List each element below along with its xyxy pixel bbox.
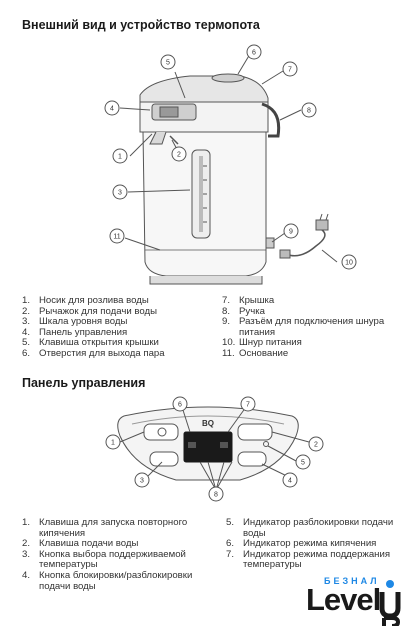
list-item: 6.Индикатор режима кипячения bbox=[226, 538, 377, 550]
list-item: 5.Индикатор разблокировки подачи воды bbox=[226, 517, 394, 539]
callout-4: 4 bbox=[282, 472, 298, 488]
callout-11: 11 bbox=[109, 228, 125, 244]
callout-6: 6 bbox=[246, 44, 262, 60]
callout-2: 2 bbox=[171, 146, 187, 162]
list-item: 8.Ручка bbox=[222, 305, 265, 317]
svg-text:9: 9 bbox=[289, 229, 293, 236]
list-item: 4.Кнопка блокировки/разблокировки подачи… bbox=[22, 569, 193, 592]
list-item: 2.Рычажок для подачи воды bbox=[22, 305, 157, 317]
callout-5: 5 bbox=[160, 54, 176, 70]
list-item: 7.Индикатор режима поддержания температу… bbox=[226, 548, 391, 571]
callout-2: 2 bbox=[308, 436, 324, 452]
svg-text:7: 7 bbox=[288, 67, 292, 74]
svg-text:2: 2 bbox=[314, 442, 318, 449]
callout-7: 7 bbox=[240, 396, 256, 412]
panel-brand: BQ bbox=[202, 419, 214, 428]
callout-6: 6 bbox=[172, 396, 188, 412]
svg-text:8: 8 bbox=[307, 108, 311, 115]
list-item: 2.Клавиша подачи воды bbox=[22, 538, 139, 550]
list-item: 3.Шкала уровня воды bbox=[22, 316, 128, 328]
svg-text:8: 8 bbox=[214, 492, 218, 499]
list-item: 11.Основание bbox=[222, 347, 289, 359]
list-item: 1.Клавиша для запуска повторного кипячен… bbox=[22, 517, 188, 539]
parts-list-right: 7.Крышка 8.Ручка 9.Разъём для подключени… bbox=[222, 295, 392, 360]
callout-3: 3 bbox=[112, 184, 128, 200]
logo-tagline: БЕЗНАЛ bbox=[324, 576, 380, 586]
section-title-control-panel: Панель управления bbox=[22, 376, 146, 390]
thermopot-diagram: 1 2 3 4 5 6 7 8 9 10 11 bbox=[104, 44, 357, 285]
logo-up-mark bbox=[379, 580, 401, 626]
control-panel-diagram: BQ 1 2 3 4 5 6 7 8 bbox=[105, 396, 324, 502]
callout-3: 3 bbox=[134, 472, 150, 488]
svg-text:7: 7 bbox=[246, 402, 250, 409]
svg-text:6: 6 bbox=[252, 50, 256, 57]
svg-text:10: 10 bbox=[345, 260, 353, 267]
list-item: 7.Крышка bbox=[222, 295, 275, 306]
list-item: 10.Шнур питания bbox=[222, 337, 302, 349]
list-item: 6.Отверстия для выхода пара bbox=[22, 347, 165, 359]
logo-text: Level bbox=[306, 582, 381, 617]
callout-8: 8 bbox=[301, 102, 317, 118]
panel-list-left: 1.Клавиша для запуска повторного кипячен… bbox=[22, 517, 218, 592]
svg-text:3: 3 bbox=[118, 190, 122, 197]
svg-text:11: 11 bbox=[113, 234, 120, 241]
callout-7: 7 bbox=[282, 61, 298, 77]
svg-text:2: 2 bbox=[177, 152, 181, 159]
callout-1: 1 bbox=[112, 148, 128, 164]
svg-text:3: 3 bbox=[140, 478, 144, 485]
list-item: 5.Клавиша открытия крышки bbox=[22, 337, 159, 349]
svg-text:6: 6 bbox=[178, 402, 182, 409]
list-item: 9.Разъём для подключения шнура питания bbox=[222, 316, 385, 338]
parts-list-left: 1.Носик для розлива воды 2.Рычажок для п… bbox=[22, 295, 212, 360]
callout-4: 4 bbox=[104, 100, 120, 116]
callout-10: 10 bbox=[341, 254, 357, 270]
callout-8: 8 bbox=[208, 486, 224, 502]
svg-text:1: 1 bbox=[111, 440, 115, 447]
callout-9: 9 bbox=[283, 223, 299, 239]
svg-text:4: 4 bbox=[288, 478, 292, 485]
list-item: 3.Кнопка выбора поддерживаемой температу… bbox=[22, 548, 186, 571]
svg-text:5: 5 bbox=[166, 60, 170, 67]
svg-text:1: 1 bbox=[118, 154, 122, 161]
panel-list-right: 5.Индикатор разблокировки подачи воды 6.… bbox=[226, 517, 398, 571]
callout-5: 5 bbox=[295, 454, 311, 470]
callout-1: 1 bbox=[105, 434, 121, 450]
section-title-appearance: Внешний вид и устройство термопота bbox=[22, 18, 260, 32]
list-item: 4.Панель управления bbox=[22, 326, 128, 338]
list-item: 1.Носик для розлива воды bbox=[22, 295, 149, 306]
svg-text:4: 4 bbox=[110, 106, 114, 113]
svg-text:5: 5 bbox=[301, 460, 305, 467]
levelup-logo: БЕЗНАЛ Level bbox=[306, 576, 406, 634]
